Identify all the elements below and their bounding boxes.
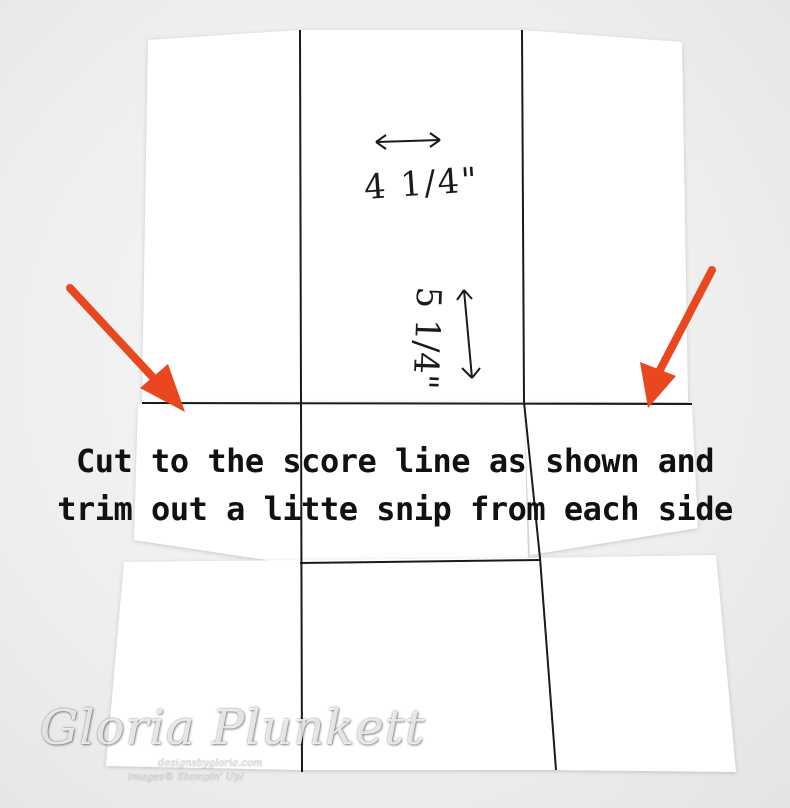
- top-right-flap: [522, 30, 688, 402]
- watermark-credit: images© Stampin' Up!: [128, 772, 244, 783]
- middle-left-panel: [134, 402, 300, 565]
- watermark-signature: Gloria Plunkett: [40, 700, 425, 756]
- width-measure-label: 4 1/4": [363, 160, 480, 208]
- watermark-site: designsbygloria.com: [158, 758, 263, 769]
- height-measure-label: 5 1/4": [405, 286, 449, 390]
- top-left-flap: [142, 30, 300, 402]
- middle-band: [134, 402, 698, 565]
- bottom-right-panel: [540, 555, 736, 772]
- caption-line-2: trim out a litte snip from each side: [0, 490, 790, 528]
- middle-center-panel: [300, 402, 528, 565]
- caption-line-1: Cut to the score line as shown and: [0, 442, 790, 480]
- score-line-horizontal-top: [142, 403, 692, 404]
